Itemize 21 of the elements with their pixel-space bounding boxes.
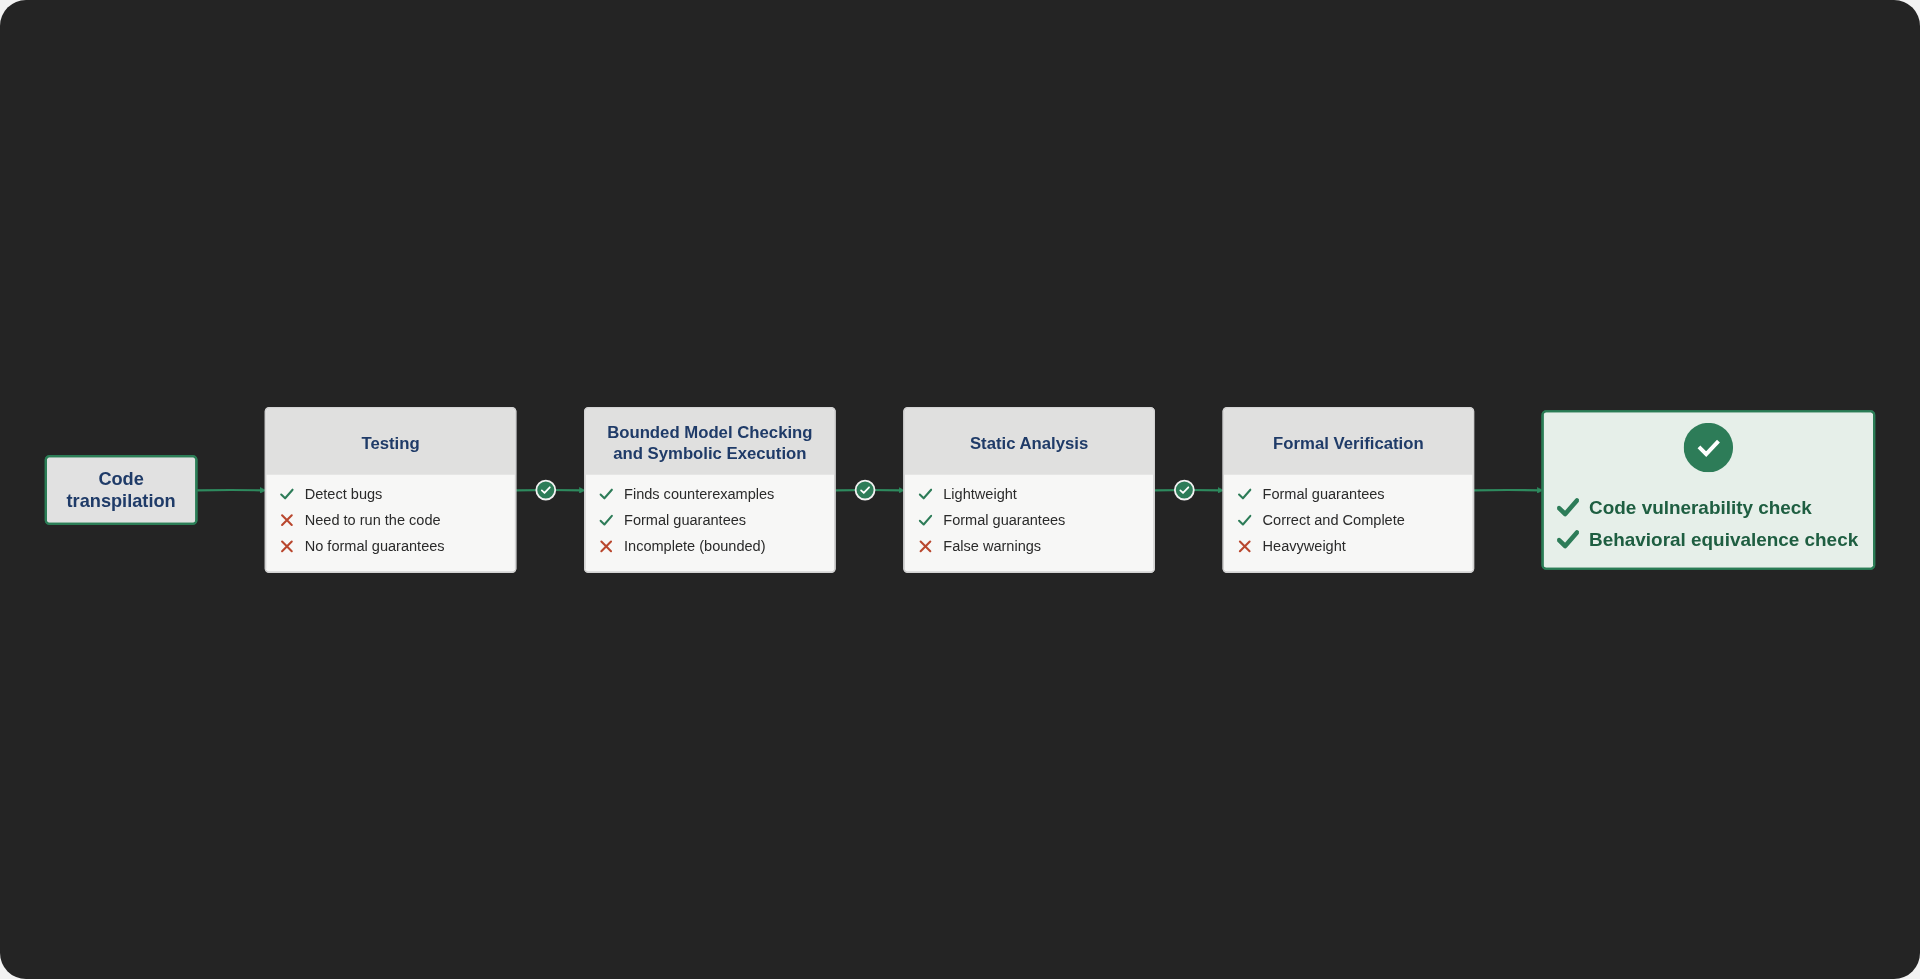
arrow bbox=[1154, 486, 1224, 493]
arrow bbox=[835, 486, 905, 493]
list-item: Lightweight bbox=[943, 484, 1017, 504]
list-item: Formal guarantees bbox=[624, 510, 747, 530]
stage-title: Formal Verification bbox=[1273, 432, 1424, 454]
list-item: Formal guarantees bbox=[1262, 484, 1385, 504]
list-item: Heavyweight bbox=[1262, 536, 1346, 556]
stage-title: Bounded Model Checking and Symbolic Execution bbox=[606, 421, 814, 465]
list-item: Need to run the code bbox=[304, 510, 441, 530]
list-item: Finds counterexamples bbox=[624, 484, 775, 504]
stage-title: Testing bbox=[361, 432, 420, 454]
list-item: Formal guarantees bbox=[943, 510, 1066, 530]
list-item: Detect bugs bbox=[304, 484, 383, 504]
list-item: Correct and Complete bbox=[1262, 510, 1405, 530]
stage-title: Static Analysis bbox=[969, 432, 1089, 454]
result-item: Behavioral equivalence check bbox=[1589, 527, 1859, 552]
list-item: False warnings bbox=[943, 536, 1042, 556]
step-title: Code transpilation bbox=[65, 467, 177, 511]
list-item: Incomplete (bounded) bbox=[624, 536, 766, 556]
result-item: Code vulnerability check bbox=[1589, 494, 1812, 520]
list-item: No formal guarantees bbox=[304, 536, 445, 556]
